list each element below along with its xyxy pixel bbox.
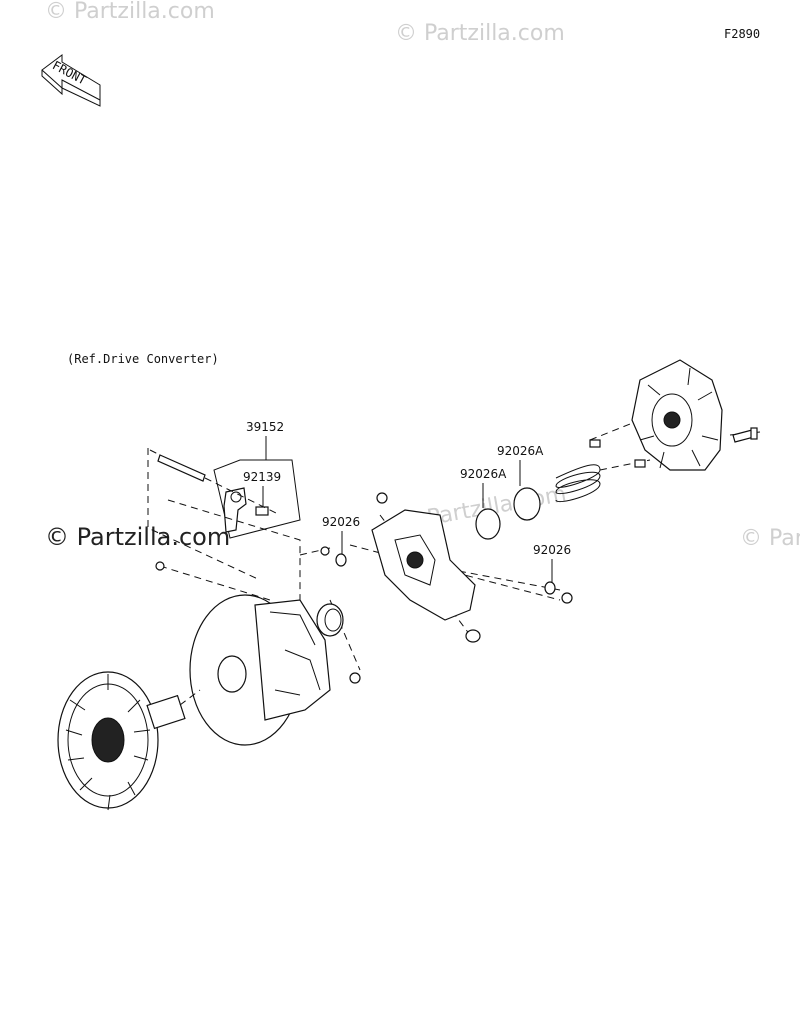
pin-part (589, 439, 646, 468)
callout-92026A-2: 92026A (497, 444, 544, 458)
spring-part (555, 464, 601, 502)
callout-39152: 39152 (246, 420, 284, 434)
bushing-part (316, 603, 344, 637)
pin-part (149, 449, 281, 516)
callout-92139: 92139 (243, 470, 281, 484)
callout-92026-left: 92026 (322, 515, 360, 529)
o-ring-part (513, 487, 541, 521)
o-ring-part (475, 508, 501, 540)
watermark-text: © Partzilla.com (45, 0, 215, 24)
watermark-text: © Partzilla.com (395, 21, 565, 46)
bolt-part (732, 427, 758, 443)
washer-part (335, 553, 347, 567)
callout-92026-right: 92026 (533, 543, 571, 557)
watermark-text: © Partzilla.com (45, 523, 230, 551)
cover-part (631, 359, 723, 471)
sheave-part (189, 594, 331, 746)
front-arrow-icon: FRONT (41, 54, 101, 107)
callout-92026A-1: 92026A (460, 467, 507, 481)
rocker-arm-part (223, 487, 269, 533)
washer-part (544, 581, 556, 595)
figure-code: F2890 (724, 27, 760, 41)
reference-note: (Ref.Drive Converter) (67, 352, 219, 366)
watermark-text: © Partzilla.com (740, 526, 800, 551)
bolt-part (155, 561, 361, 684)
fan-sheave-part (57, 671, 201, 811)
spider-part (371, 492, 481, 643)
